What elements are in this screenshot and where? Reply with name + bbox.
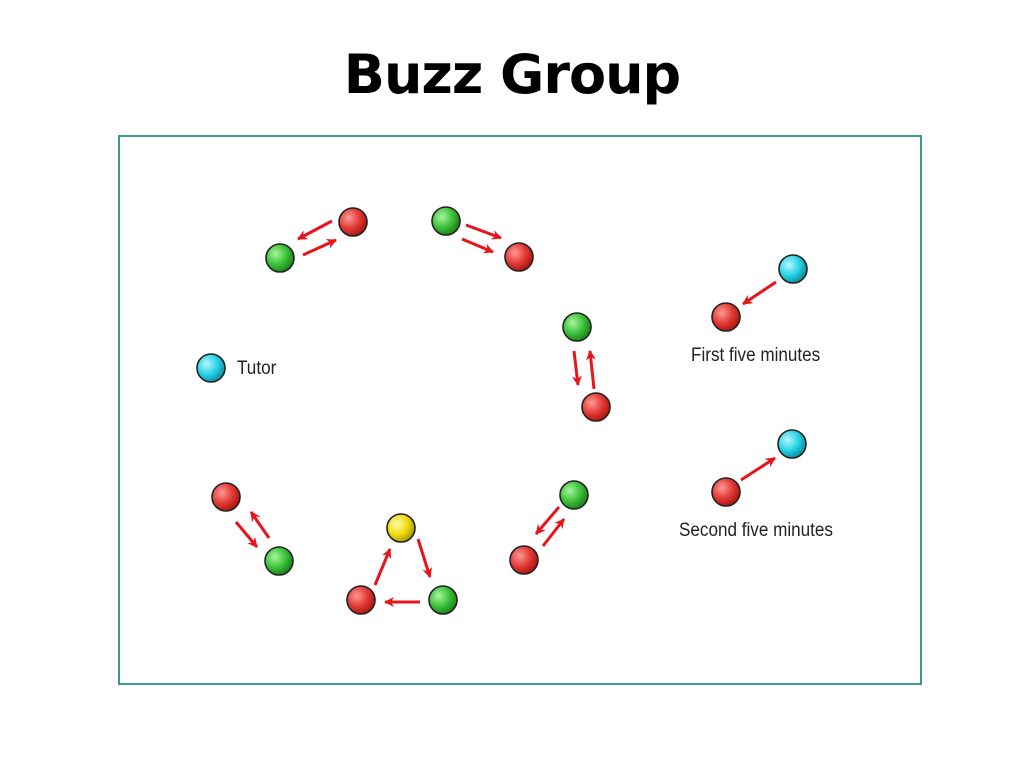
node-layer [196, 206, 808, 615]
node-red-e2 [346, 585, 376, 615]
node-yellow-e1 [386, 513, 416, 543]
arrow-9 [373, 548, 392, 586]
node-green-f1 [559, 480, 589, 510]
slide-title: Buzz Group [343, 43, 681, 106]
arrow-8 [249, 511, 271, 539]
node-red-a2 [338, 207, 368, 237]
diagram-canvas [196, 206, 808, 615]
tutor-node [196, 353, 226, 383]
node-green-a1 [265, 243, 295, 273]
node-green-c1 [562, 312, 592, 342]
node-red-h2 [711, 477, 741, 507]
diagram-frame: Tutor First five minutes Second five min… [118, 135, 922, 685]
second-five-minutes-label: Second five minutes [679, 520, 833, 541]
tutor-label: Tutor [237, 358, 277, 379]
arrow-4 [461, 237, 494, 254]
arrow-5 [571, 350, 582, 386]
node-cyan-g1 [778, 254, 808, 284]
arrow-10 [416, 538, 433, 578]
node-red-f2 [509, 545, 539, 575]
arrow-12 [534, 506, 561, 535]
node-green-e3 [428, 585, 458, 615]
arrow-13 [541, 518, 566, 547]
node-red-c2 [581, 392, 611, 422]
arrow-15 [740, 456, 776, 482]
node-cyan-h1 [777, 429, 807, 459]
arrow-1 [297, 219, 333, 241]
first-five-minutes-label: First five minutes [691, 345, 821, 366]
node-red-d1 [211, 482, 241, 512]
arrow-3 [465, 223, 502, 240]
node-green-d2 [264, 546, 294, 576]
node-red-b2 [504, 242, 534, 272]
node-green-b1 [431, 206, 461, 236]
node-red-g2 [711, 302, 741, 332]
arrow-14 [742, 280, 777, 306]
arrow-layer [234, 219, 777, 607]
arrow-2 [302, 238, 337, 257]
arrow-7 [234, 521, 259, 548]
arrow-6 [585, 350, 596, 390]
